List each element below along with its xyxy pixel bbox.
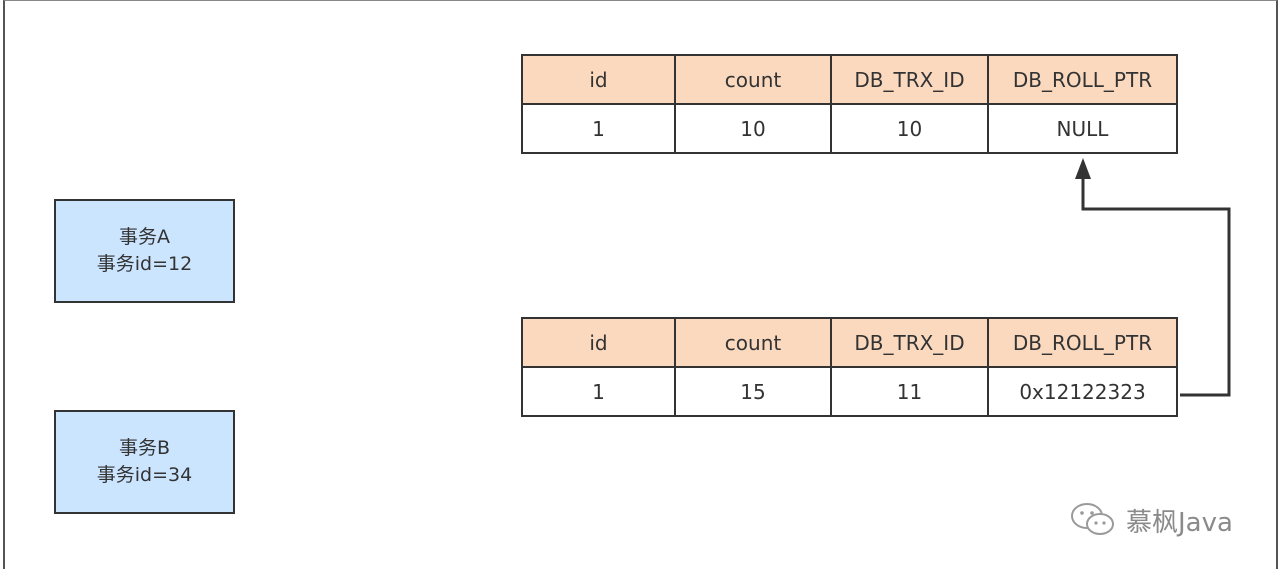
transaction-a-name: 事务A xyxy=(119,226,170,248)
diagram-frame xyxy=(3,0,1278,569)
undo-record-old: id count DB_TRX_ID DB_ROLL_PTR 1 10 10 N… xyxy=(521,54,1178,154)
transaction-b-box: 事务B 事务id=34 xyxy=(54,410,235,514)
header-count: count xyxy=(674,54,832,105)
roll-pointer-line xyxy=(1081,178,1231,397)
value-db-trx-id: 10 xyxy=(830,103,989,154)
value-count: 10 xyxy=(674,103,832,154)
record-value-row: 1 15 11 0x12122323 xyxy=(521,366,1178,417)
transaction-a-box: 事务A 事务id=12 xyxy=(54,199,235,303)
value-id: 1 xyxy=(521,103,676,154)
transaction-b-name: 事务B xyxy=(118,437,171,459)
wechat-icon xyxy=(1071,503,1114,535)
header-id: id xyxy=(521,317,676,368)
header-db-trx-id: DB_TRX_ID xyxy=(830,317,989,368)
record-header-row: id count DB_TRX_ID DB_ROLL_PTR xyxy=(521,54,1178,105)
header-db-trx-id: DB_TRX_ID xyxy=(830,54,989,105)
current-record: id count DB_TRX_ID DB_ROLL_PTR 1 15 11 0… xyxy=(521,317,1178,417)
roll-pointer-arrowhead xyxy=(1075,158,1091,179)
record-value-row: 1 10 10 NULL xyxy=(521,103,1178,154)
transaction-b-id: 事务id=34 xyxy=(96,464,193,486)
value-db-roll-ptr: 0x12122323 xyxy=(987,366,1178,417)
record-header-row: id count DB_TRX_ID DB_ROLL_PTR xyxy=(521,317,1178,368)
value-id: 1 xyxy=(521,366,676,417)
value-db-roll-ptr: NULL xyxy=(987,103,1178,154)
header-db-roll-ptr: DB_ROLL_PTR xyxy=(987,317,1178,368)
header-id: id xyxy=(521,54,676,105)
transaction-a-id: 事务id=12 xyxy=(96,253,193,275)
watermark-text: 慕枫Java xyxy=(1126,507,1233,538)
value-count: 15 xyxy=(674,366,832,417)
header-count: count xyxy=(674,317,832,368)
watermark: 慕枫Java xyxy=(1070,500,1233,540)
value-db-trx-id: 11 xyxy=(830,366,989,417)
header-db-roll-ptr: DB_ROLL_PTR xyxy=(987,54,1178,105)
